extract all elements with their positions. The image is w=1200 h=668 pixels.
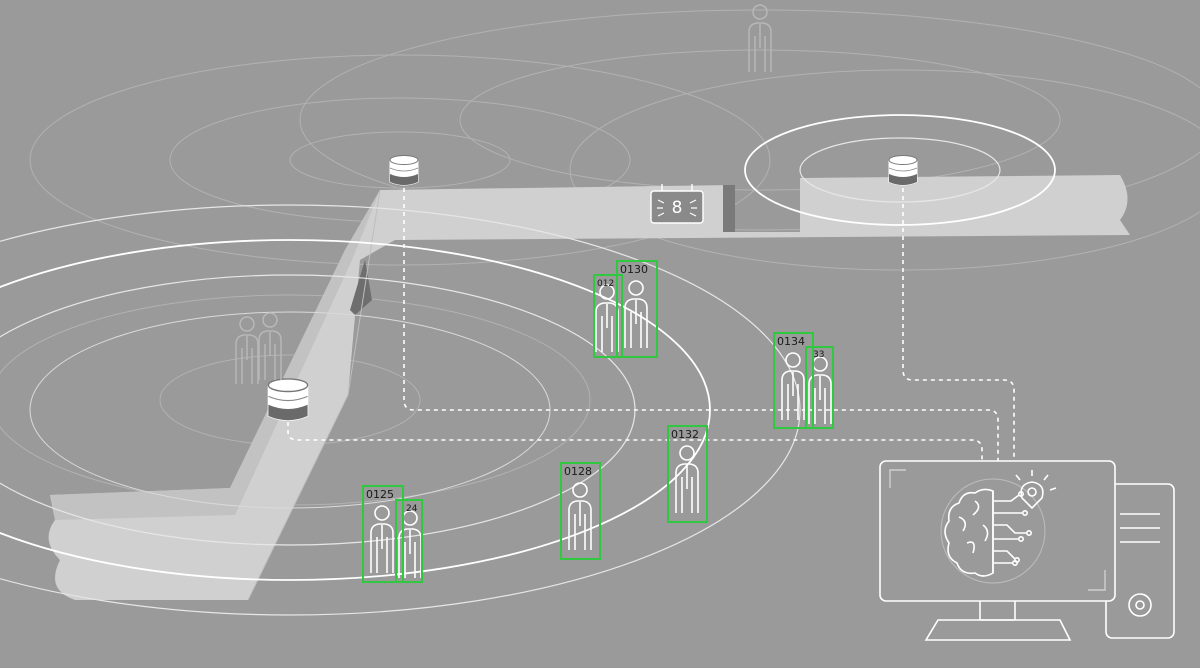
corridor-floor bbox=[48, 175, 1131, 601]
monitor-icon bbox=[879, 460, 1116, 641]
detection-id-label: 012 bbox=[597, 279, 614, 289]
person-icon bbox=[748, 4, 772, 73]
computer-tower-icon bbox=[1105, 483, 1175, 639]
ai-brain-icon bbox=[940, 478, 1046, 584]
people-counter: 8 bbox=[650, 184, 704, 224]
people-counter-value: 8 bbox=[672, 198, 683, 218]
detection-0133: 33 bbox=[805, 346, 834, 429]
detection-0124: 24 bbox=[395, 499, 423, 583]
detection-id-label: 33 bbox=[813, 350, 824, 360]
tracked-people: 24 0125 0128 0132 012 013 bbox=[362, 260, 834, 583]
ai-workstation bbox=[879, 460, 1175, 641]
background-signal-rings bbox=[0, 9, 1200, 506]
detection-0134: 0134 bbox=[773, 332, 814, 429]
detection-id-label: 0125 bbox=[366, 488, 394, 501]
detection-id-label: 0132 bbox=[671, 428, 699, 441]
detection-id-label: 0134 bbox=[777, 335, 805, 348]
detection-0128: 0128 bbox=[560, 462, 601, 560]
person-icon bbox=[258, 312, 282, 381]
detection-0129: 012 bbox=[593, 274, 623, 358]
detection-0125: 0125 bbox=[362, 485, 404, 583]
lidar-sensor-icon bbox=[267, 378, 309, 421]
detection-id-label: 0128 bbox=[564, 465, 592, 478]
detection-id-label: 24 bbox=[406, 504, 418, 514]
detection-0130: 0130 bbox=[616, 260, 658, 358]
insight-pin-icon bbox=[1015, 470, 1057, 510]
network-cables bbox=[287, 188, 1015, 462]
lidar-sensor-icon bbox=[888, 155, 918, 186]
person-icon bbox=[235, 316, 259, 385]
lidar-sensor-icon bbox=[389, 155, 419, 186]
detection-id-label: 0130 bbox=[620, 263, 648, 276]
detection-0132: 0132 bbox=[667, 425, 708, 523]
